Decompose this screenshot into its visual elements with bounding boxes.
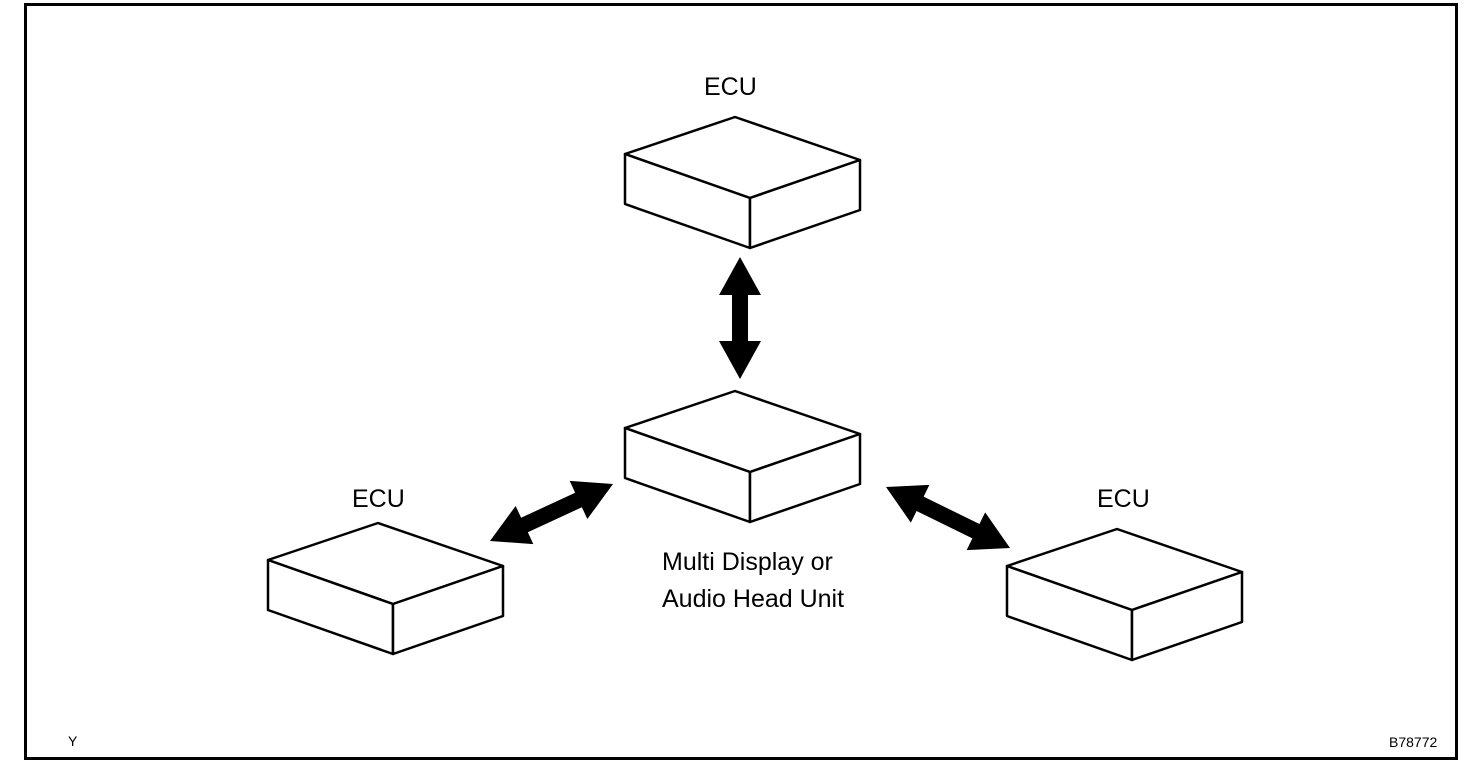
center-unit-box bbox=[623, 389, 862, 524]
diagram-frame bbox=[24, 3, 1458, 760]
top-ecu-box bbox=[623, 115, 862, 250]
center-label-line1: Multi Display or bbox=[662, 548, 833, 576]
top-ecu-box-right-face bbox=[748, 158, 862, 250]
right-ecu-label: ECU bbox=[1097, 485, 1150, 513]
left-double-arrow bbox=[490, 480, 613, 545]
right-ecu-box-right-face bbox=[1130, 570, 1244, 662]
corner-mark: Y bbox=[68, 733, 78, 749]
vertical-double-arrow bbox=[719, 257, 761, 379]
center-unit-box-right-face bbox=[748, 432, 862, 524]
left-ecu-box-right-face bbox=[391, 564, 505, 656]
right-double-arrow bbox=[886, 484, 1010, 551]
figure-id: B78772 bbox=[1389, 734, 1438, 750]
center-label-line2: Audio Head Unit bbox=[662, 585, 845, 613]
left-ecu-box bbox=[266, 521, 505, 656]
right-ecu-box bbox=[1005, 527, 1244, 662]
left-ecu-label: ECU bbox=[352, 485, 405, 513]
top-ecu-label: ECU bbox=[704, 73, 757, 101]
